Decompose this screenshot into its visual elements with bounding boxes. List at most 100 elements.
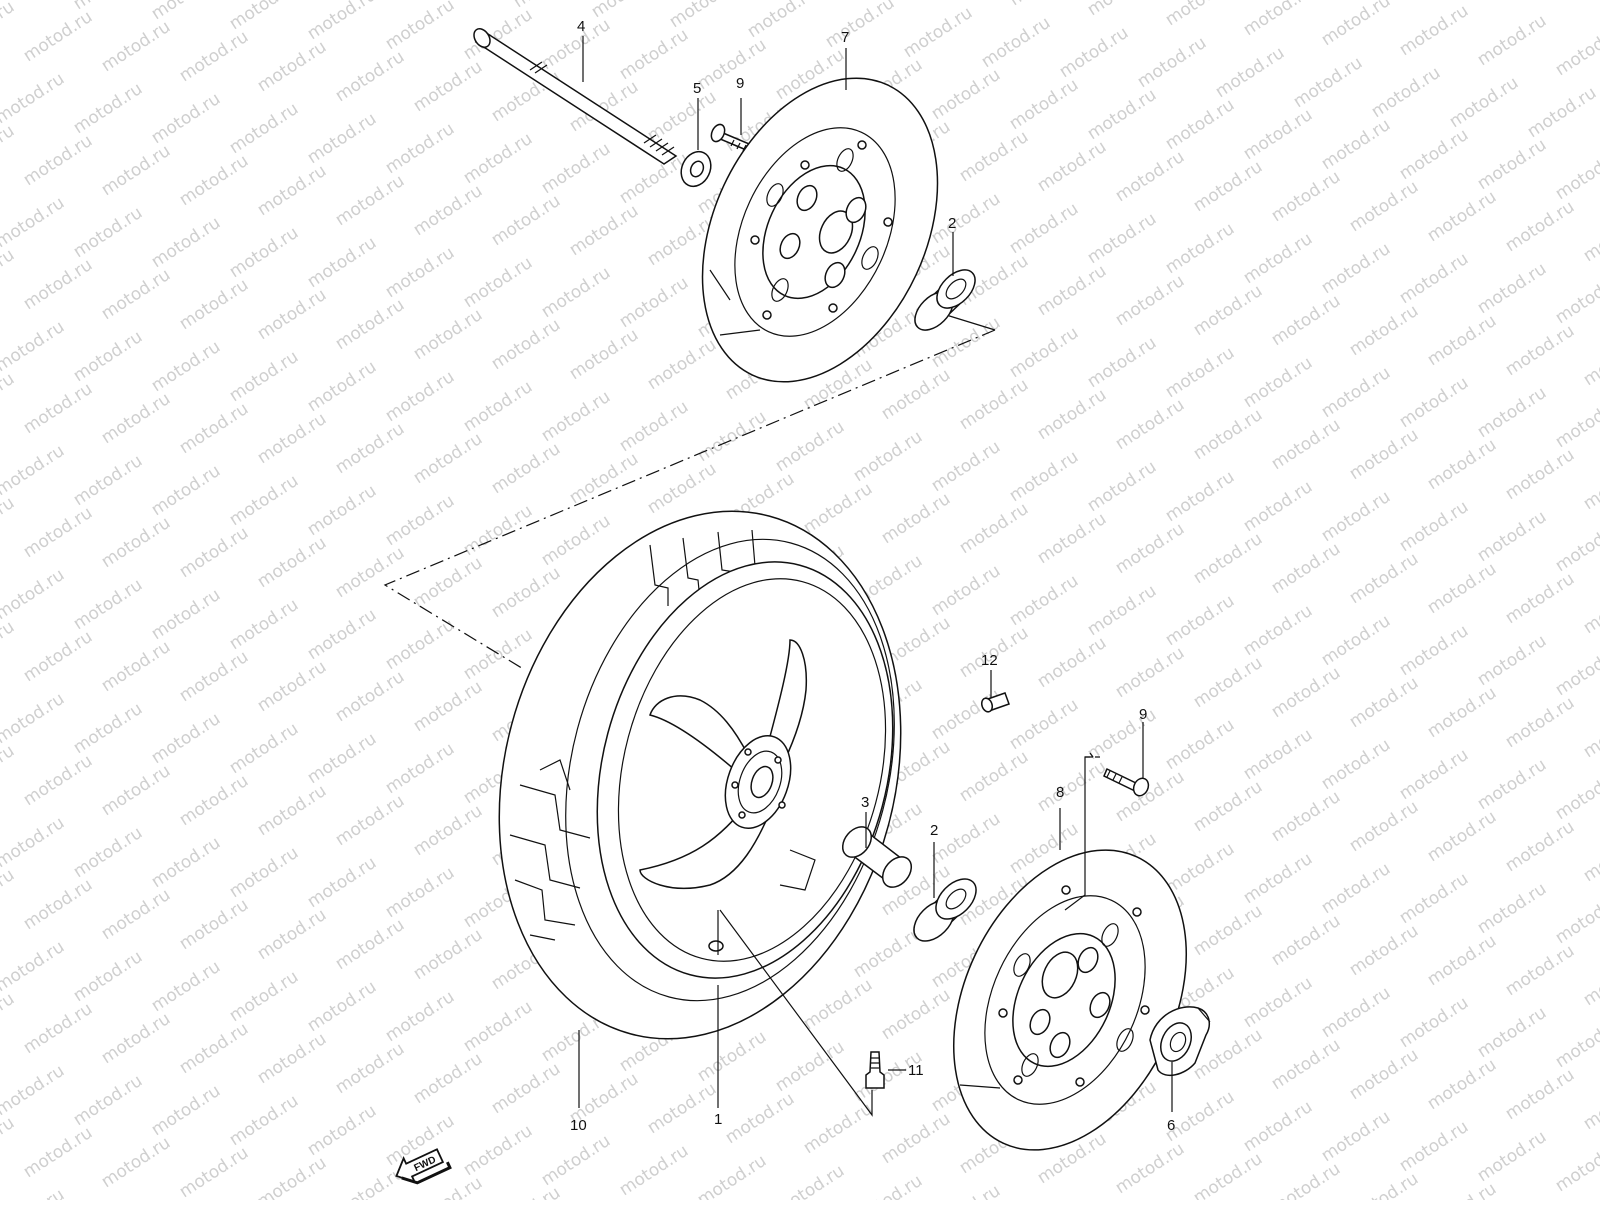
watermark-text: motod.ru	[1502, 1065, 1578, 1124]
watermark-text: motod.ru	[0, 493, 18, 552]
watermark-text: motod.ru	[1396, 1, 1472, 60]
watermark-text: motod.ru	[70, 1071, 146, 1130]
watermark-text: motod.ru	[1084, 457, 1160, 516]
watermark-text: motod.ru	[148, 337, 224, 396]
callout-spacer: 3	[861, 794, 869, 811]
watermark-text: motod.ru	[410, 1049, 486, 1108]
watermark-text: motod.ru	[304, 233, 380, 292]
watermark-text: motod.ru	[1474, 1003, 1550, 1062]
watermark-text: motod.ru	[1084, 581, 1160, 640]
watermark-text: motod.ru	[1190, 653, 1266, 712]
callout-speedo-gear: 6	[1167, 1117, 1175, 1134]
watermark-text: motod.ru	[1396, 1117, 1472, 1176]
watermark-text: motod.ru	[1424, 931, 1500, 990]
watermark-text: motod.ru	[1084, 85, 1160, 144]
watermark-text: motod.ru	[1318, 983, 1394, 1042]
watermark-text: motod.ru	[1424, 807, 1500, 866]
watermark-text: motod.ru	[1552, 1013, 1600, 1072]
watermark-text: motod.ru	[0, 617, 18, 676]
watermark-text: motod.ru	[98, 265, 174, 324]
watermark-text: motod.ru	[566, 449, 642, 508]
watermark-text: motod.ru	[644, 459, 720, 518]
watermark-text: motod.ru	[1190, 281, 1266, 340]
watermark-text: motod.ru	[1396, 373, 1472, 432]
watermark-text: motod.ru	[1240, 849, 1316, 908]
watermark-text: motod.ru	[1268, 1035, 1344, 1094]
watermark-text: motod.ru	[460, 501, 536, 560]
watermark-text: motod.ru	[148, 585, 224, 644]
watermark-text: motod.ru	[1580, 207, 1600, 266]
watermark-text: motod.ru	[1112, 271, 1188, 330]
watermark-text: motod.ru	[1190, 901, 1266, 960]
watermark-text: motod.ru	[1318, 239, 1394, 298]
watermark-text: motod.ru	[0, 813, 68, 872]
disc-bolt-right-part[interactable]	[1104, 769, 1151, 798]
watermark-text: motod.ru	[1346, 673, 1422, 732]
watermark-text: motod.ru	[1552, 21, 1600, 80]
watermark-text: motod.ru	[850, 427, 926, 486]
watermark-text: motod.ru	[0, 865, 18, 924]
watermark-text: motod.ru	[226, 843, 302, 902]
watermark-text: motod.ru	[1318, 1107, 1394, 1166]
watermark-text: motod.ru	[1006, 447, 1082, 506]
watermark-text: motod.ru	[1502, 817, 1578, 876]
watermark-text: motod.ru	[410, 553, 486, 612]
watermark-text: motod.ru	[1396, 993, 1472, 1052]
watermark-text: motod.ru	[1162, 219, 1238, 278]
watermark-text: motod.ru	[1580, 331, 1600, 390]
watermark-text: motod.ru	[1424, 1055, 1500, 1114]
watermark-text: motod.ru	[1006, 0, 1082, 10]
watermark-text: motod.ru	[382, 119, 458, 178]
watermark-text: motod.ru	[0, 69, 68, 128]
watermark-text: motod.ru	[70, 79, 146, 138]
watermark-text: motod.ru	[1240, 725, 1316, 784]
watermark-text: motod.ru	[332, 543, 408, 602]
watermark-text: motod.ru	[20, 7, 96, 66]
watermark-text: motod.ru	[254, 1029, 330, 1088]
watermark-text: motod.ru	[0, 1061, 68, 1120]
watermark-text: motod.ru	[70, 451, 146, 510]
watermark-text: motod.ru	[1474, 135, 1550, 194]
watermark-text: motod.ru	[1006, 571, 1082, 630]
watermark-text: motod.ru	[98, 141, 174, 200]
watermark-text: motod.ru	[304, 0, 380, 44]
watermark-text: motod.ru	[1112, 1139, 1188, 1198]
watermark-text: motod.ru	[410, 925, 486, 984]
watermark-text: motod.ru	[772, 1161, 848, 1200]
watermark-text: motod.ru	[538, 15, 614, 74]
watermark-text: motod.ru	[20, 627, 96, 686]
watermark-text: motod.ru	[928, 437, 1004, 496]
watermark-text: motod.ru	[148, 709, 224, 768]
watermark-text: motod.ru	[148, 461, 224, 520]
watermark-text: motod.ru	[332, 667, 408, 726]
callout-washer: 5	[693, 80, 701, 97]
watermark-text: motod.ru	[1268, 787, 1344, 846]
watermark-text: motod.ru	[410, 305, 486, 364]
watermark-text: motod.ru	[0, 1185, 68, 1200]
watermark-text: motod.ru	[538, 511, 614, 570]
watermark-text: motod.ru	[1474, 879, 1550, 938]
watermark-text: motod.ru	[98, 17, 174, 76]
watermark-text: motod.ru	[1474, 507, 1550, 566]
watermark-text: motod.ru	[1552, 393, 1600, 452]
watermark-text: motod.ru	[1162, 591, 1238, 650]
watermark-text: motod.ru	[460, 377, 536, 436]
watermark-text: motod.ru	[1346, 425, 1422, 484]
watermark-text: motod.ru	[382, 739, 458, 798]
watermark-text: motod.ru	[0, 689, 68, 748]
watermark-text: motod.ru	[1346, 549, 1422, 608]
watermark-text: motod.ru	[0, 1113, 18, 1172]
watermark-text: motod.ru	[1240, 105, 1316, 164]
watermark-text: motod.ru	[176, 27, 252, 86]
watermark-text: motod.ru	[1424, 435, 1500, 494]
watermark-text: motod.ru	[460, 625, 536, 684]
watermark-text: motod.ru	[1580, 827, 1600, 886]
watermark-text: motod.ru	[332, 915, 408, 974]
watermark-text: motod.ru	[1268, 1159, 1344, 1200]
watermark-text: motod.ru	[538, 387, 614, 446]
watermark-text: motod.ru	[616, 397, 692, 456]
watermark-text: motod.ru	[1396, 249, 1472, 308]
watermark-text: motod.ru	[1006, 695, 1082, 754]
watermark-text: motod.ru	[332, 295, 408, 354]
